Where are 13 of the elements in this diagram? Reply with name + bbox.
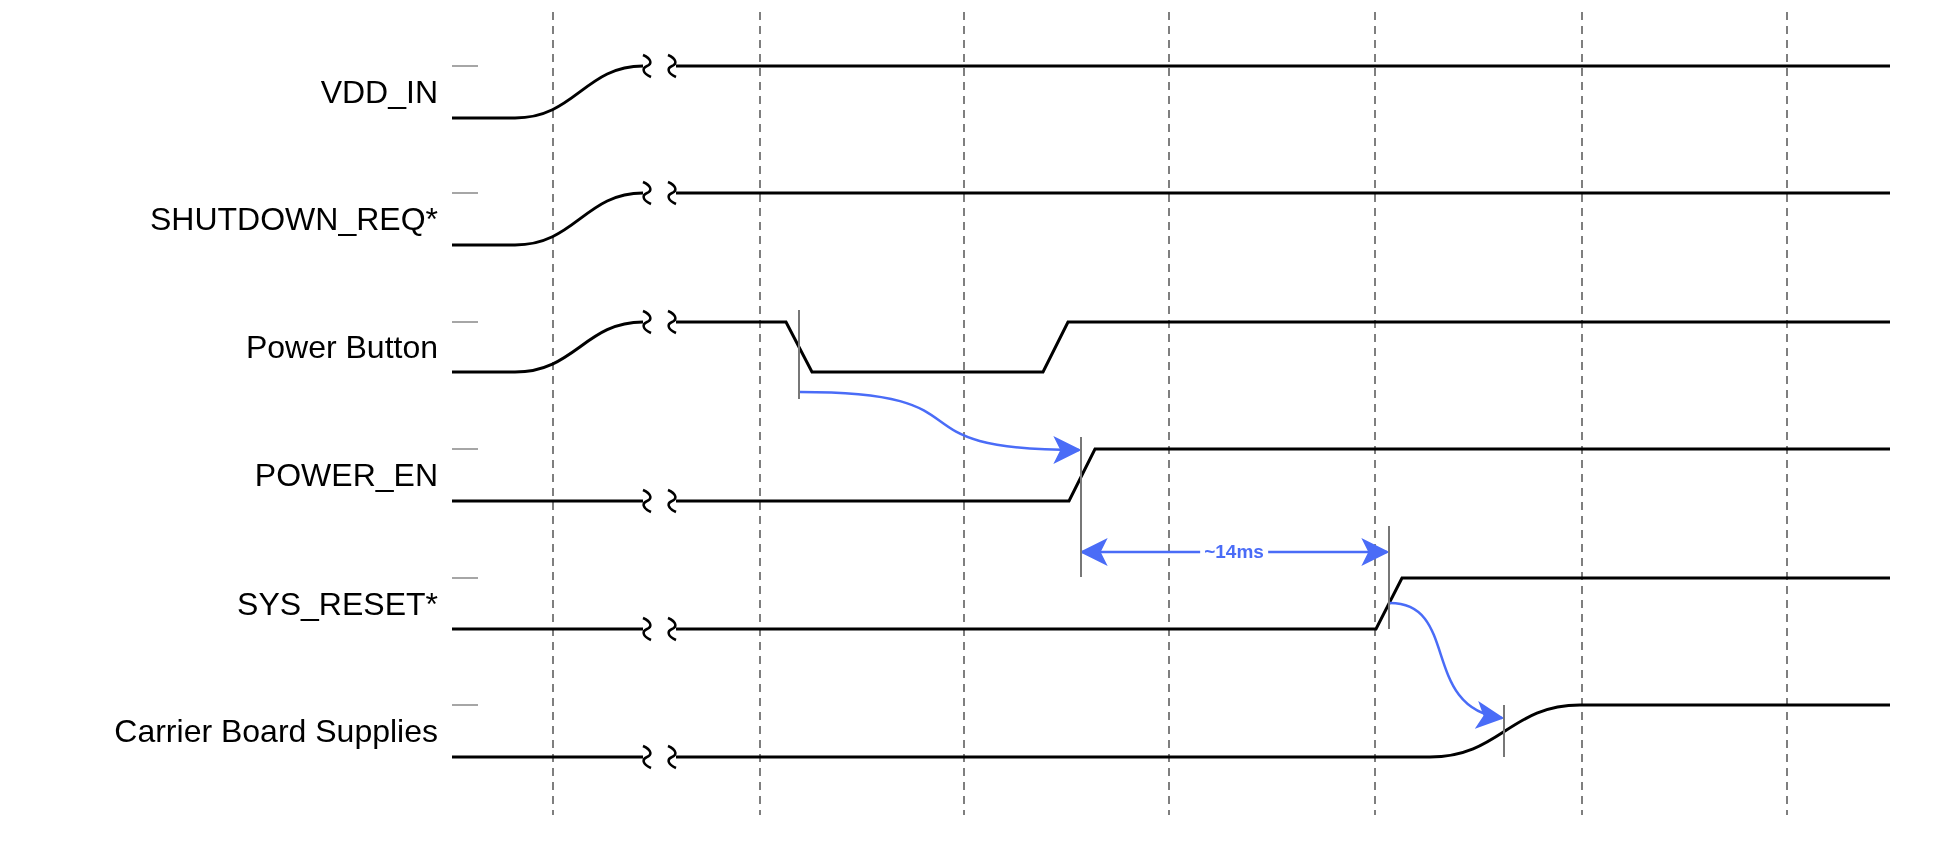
signal-name: VDD_IN — [320, 76, 438, 108]
signal-name: SYS_RESET* — [237, 587, 438, 620]
arrow — [799, 390, 1082, 464]
signal-name: Carrier Board Supplies — [114, 715, 438, 747]
edge-label: ~14ms — [1200, 542, 1268, 561]
signal-name: SHUTDOWN_REQ* — [150, 203, 438, 235]
arrow — [1389, 601, 1505, 726]
transition-marker — [798, 310, 800, 399]
transition-marker — [1080, 437, 1082, 577]
signal-name: Power Button — [245, 331, 438, 363]
signal-name: POWER_EN — [254, 459, 438, 491]
transition-marker — [1388, 526, 1390, 629]
transition-marker — [1503, 705, 1505, 757]
